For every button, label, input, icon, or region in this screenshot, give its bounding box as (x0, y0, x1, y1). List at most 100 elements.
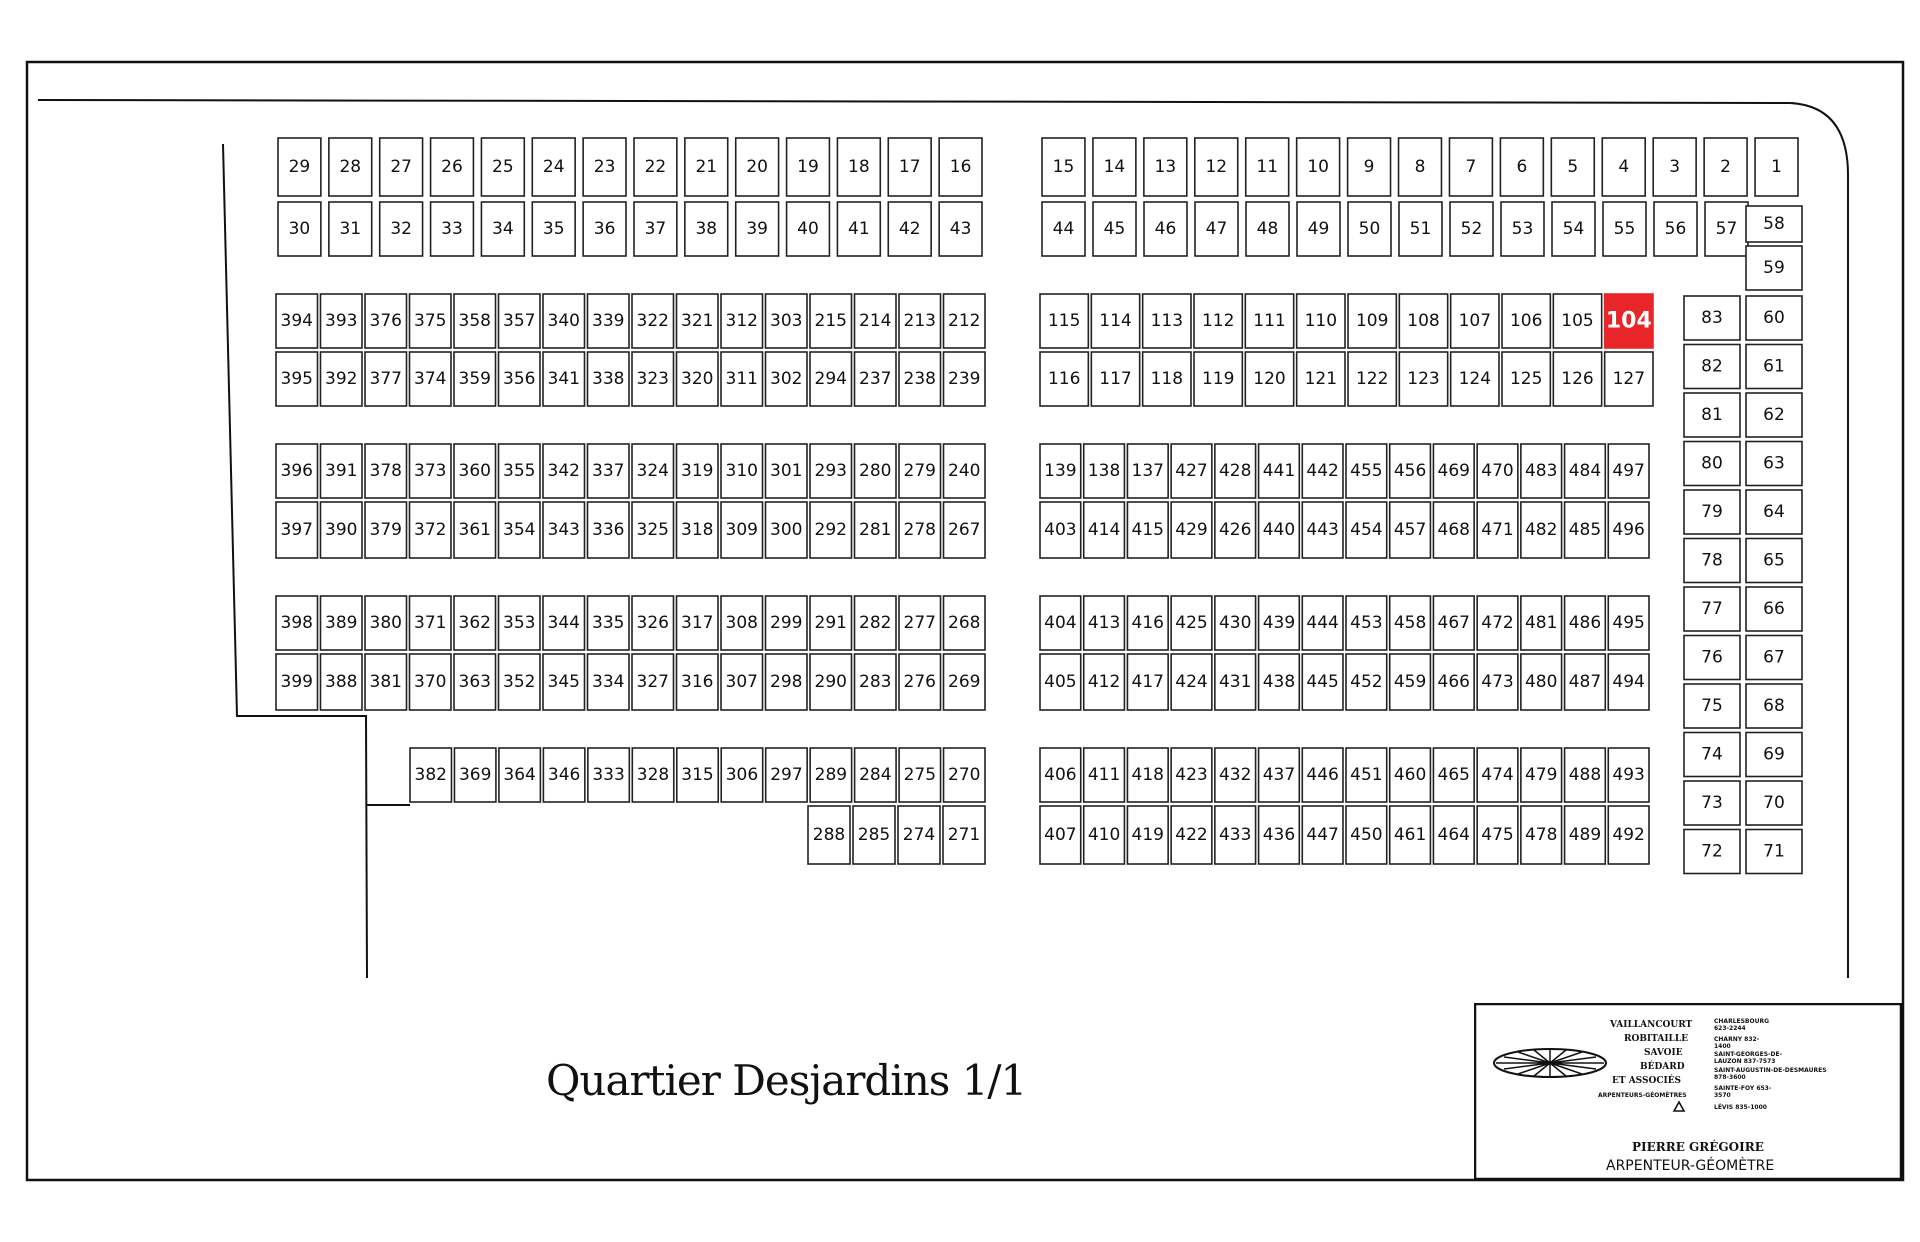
lot-39[interactable]: 39 (734, 201, 780, 257)
lot-326[interactable]: 326 (631, 595, 675, 651)
lot-479[interactable]: 479 (1520, 747, 1563, 803)
lot-303[interactable]: 303 (764, 293, 808, 349)
lot-4[interactable]: 4 (1601, 137, 1647, 197)
lot-370[interactable]: 370 (408, 653, 452, 711)
lot-237[interactable]: 237 (853, 351, 897, 407)
lot-335[interactable]: 335 (586, 595, 630, 651)
lot-429[interactable]: 429 (1170, 501, 1213, 559)
lot-307[interactable]: 307 (720, 653, 764, 711)
lot-341[interactable]: 341 (542, 351, 586, 407)
lot-497[interactable]: 497 (1607, 443, 1650, 499)
lot-62[interactable]: 62 (1745, 392, 1803, 438)
lot-18[interactable]: 18 (836, 137, 882, 197)
lot-61[interactable]: 61 (1745, 343, 1803, 390)
lot-310[interactable]: 310 (720, 443, 764, 499)
lot-285[interactable]: 285 (852, 805, 896, 865)
lot-25[interactable]: 25 (480, 137, 526, 197)
lot-51[interactable]: 51 (1398, 201, 1443, 257)
lot-288[interactable]: 288 (807, 805, 851, 865)
lot-324[interactable]: 324 (631, 443, 675, 499)
lot-46[interactable]: 46 (1143, 201, 1188, 257)
lot-108[interactable]: 108 (1398, 293, 1449, 349)
lot-431[interactable]: 431 (1214, 653, 1257, 711)
lot-405[interactable]: 405 (1039, 653, 1082, 711)
lot-312[interactable]: 312 (720, 293, 764, 349)
lot-297[interactable]: 297 (764, 747, 808, 803)
lot-461[interactable]: 461 (1388, 805, 1432, 865)
lot-32[interactable]: 32 (378, 201, 424, 257)
lot-328[interactable]: 328 (631, 747, 675, 803)
lot-427[interactable]: 427 (1170, 443, 1213, 499)
lot-438[interactable]: 438 (1257, 653, 1301, 711)
lot-50[interactable]: 50 (1347, 201, 1392, 257)
lot-67[interactable]: 67 (1745, 634, 1803, 681)
lot-9[interactable]: 9 (1346, 137, 1392, 197)
lot-311[interactable]: 311 (720, 351, 764, 407)
lot-271[interactable]: 271 (942, 805, 986, 865)
lot-390[interactable]: 390 (319, 501, 363, 559)
lot-468[interactable]: 468 (1432, 501, 1475, 559)
lot-343[interactable]: 343 (542, 501, 586, 559)
lot-413[interactable]: 413 (1082, 595, 1126, 651)
lot-342[interactable]: 342 (542, 443, 586, 499)
lot-106[interactable]: 106 (1501, 293, 1552, 349)
lot-56[interactable]: 56 (1653, 201, 1698, 257)
lot-374[interactable]: 374 (408, 351, 452, 407)
lot-53[interactable]: 53 (1500, 201, 1545, 257)
lot-363[interactable]: 363 (453, 653, 497, 711)
lot-433[interactable]: 433 (1214, 805, 1257, 865)
lot-484[interactable]: 484 (1563, 443, 1607, 499)
lot-49[interactable]: 49 (1296, 201, 1341, 257)
lot-73[interactable]: 73 (1683, 780, 1741, 826)
lot-127[interactable]: 127 (1603, 351, 1654, 407)
lot-289[interactable]: 289 (809, 747, 853, 803)
lot-33[interactable]: 33 (429, 201, 475, 257)
lot-280[interactable]: 280 (853, 443, 897, 499)
lot-112[interactable]: 112 (1193, 293, 1244, 349)
lot-485[interactable]: 485 (1563, 501, 1607, 559)
lot-317[interactable]: 317 (675, 595, 719, 651)
lot-340[interactable]: 340 (542, 293, 586, 349)
lot-426[interactable]: 426 (1214, 501, 1257, 559)
lot-320[interactable]: 320 (675, 351, 719, 407)
lot-6[interactable]: 6 (1499, 137, 1545, 197)
lot-298[interactable]: 298 (764, 653, 808, 711)
lot-457[interactable]: 457 (1388, 501, 1432, 559)
lot-40[interactable]: 40 (785, 201, 831, 257)
lot-74[interactable]: 74 (1683, 731, 1741, 778)
lot-291[interactable]: 291 (809, 595, 853, 651)
lot-42[interactable]: 42 (887, 201, 932, 257)
lot-5[interactable]: 5 (1550, 137, 1596, 197)
lot-308[interactable]: 308 (720, 595, 764, 651)
lot-30[interactable]: 30 (277, 201, 322, 257)
lot-82[interactable]: 82 (1683, 343, 1741, 390)
lot-66[interactable]: 66 (1745, 586, 1803, 632)
lot-115[interactable]: 115 (1039, 293, 1090, 349)
lot-21[interactable]: 21 (684, 137, 729, 197)
lot-471[interactable]: 471 (1476, 501, 1519, 559)
lot-333[interactable]: 333 (587, 747, 631, 803)
lot-446[interactable]: 446 (1301, 747, 1344, 803)
lot-113[interactable]: 113 (1141, 293, 1192, 349)
lot-14[interactable]: 14 (1092, 137, 1137, 197)
lot-278[interactable]: 278 (898, 501, 942, 559)
lot-327[interactable]: 327 (631, 653, 675, 711)
lot-361[interactable]: 361 (453, 501, 497, 559)
lot-395[interactable]: 395 (275, 351, 319, 407)
lot-447[interactable]: 447 (1301, 805, 1344, 865)
lot-35[interactable]: 35 (531, 201, 576, 257)
lot-339[interactable]: 339 (586, 293, 630, 349)
lot-444[interactable]: 444 (1301, 595, 1344, 651)
lot-470[interactable]: 470 (1476, 443, 1519, 499)
lot-415[interactable]: 415 (1126, 501, 1169, 559)
lot-382[interactable]: 382 (409, 747, 453, 803)
lot-440[interactable]: 440 (1257, 501, 1301, 559)
lot-104[interactable]: 104 (1603, 293, 1654, 349)
lot-215[interactable]: 215 (809, 293, 853, 349)
lot-388[interactable]: 388 (319, 653, 363, 711)
lot-352[interactable]: 352 (497, 653, 541, 711)
lot-116[interactable]: 116 (1039, 351, 1090, 407)
lot-458[interactable]: 458 (1388, 595, 1432, 651)
lot-111[interactable]: 111 (1244, 293, 1295, 349)
lot-54[interactable]: 54 (1551, 201, 1596, 257)
